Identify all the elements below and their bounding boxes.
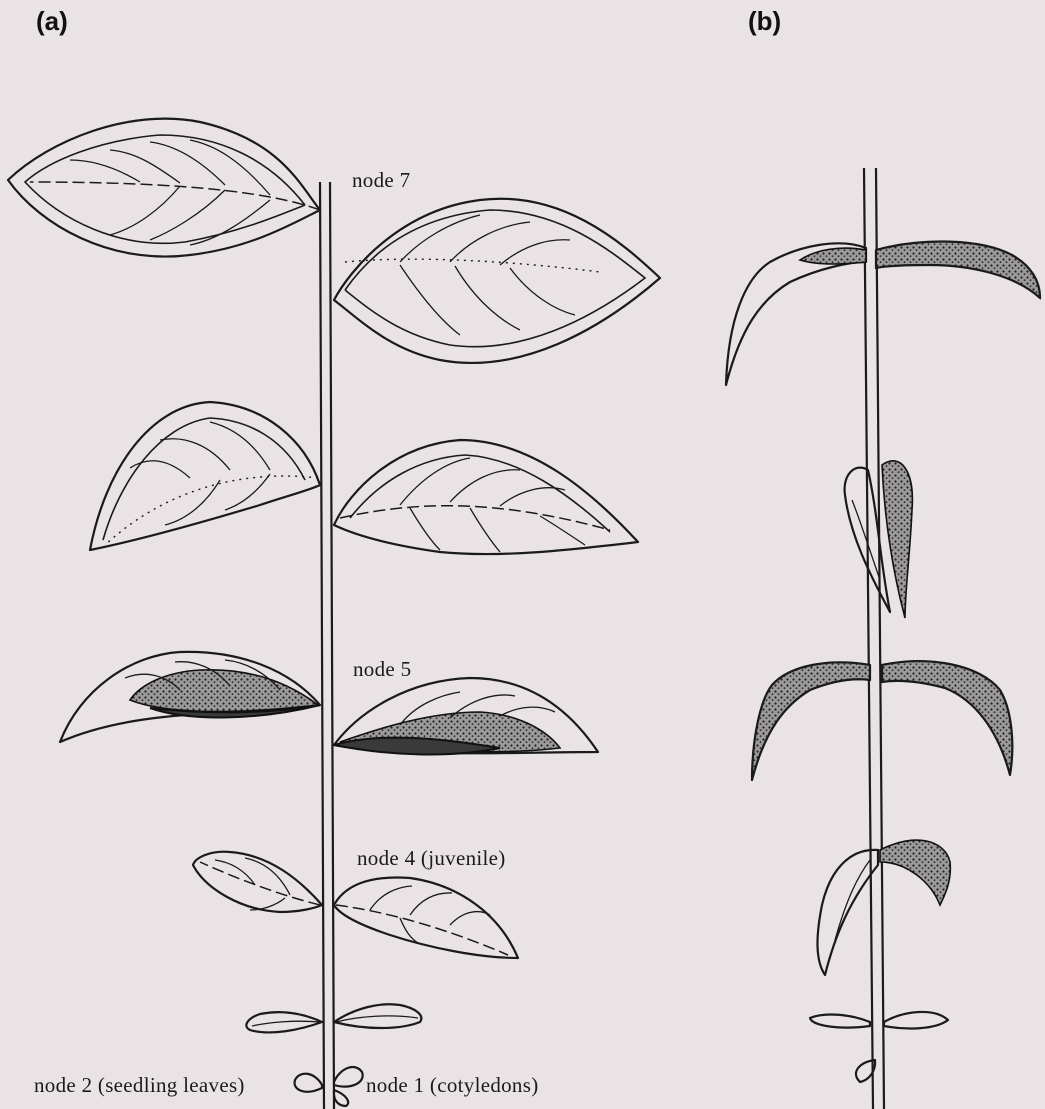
leaf-node5-left [60,652,320,742]
leaf-b-lower-right [882,661,1012,775]
leaf-b-lower-left [752,662,870,780]
leaf-node5-right [334,678,598,754]
leaf-node7-right [334,199,660,363]
stem-b-left [864,168,873,1109]
leaf-b-top-left [726,243,866,385]
leaf-node4-left [193,852,322,912]
leaf-middle-left [90,402,320,550]
stem-b-right [876,168,884,1109]
label-node-7: node 7 [352,168,410,193]
leaf-b-seedling [810,1012,948,1082]
leaf-node4-right [334,877,518,958]
leaf-b-top-right [876,242,1040,298]
plant-a [8,119,660,1109]
label-node-5: node 5 [353,657,411,682]
cotyledons [295,1067,363,1106]
leaf-b-juvenile [817,840,950,975]
label-node-4: node 4 (juvenile) [357,846,506,871]
leaf-node2-left [246,1012,322,1032]
leaf-node2-right [334,1004,421,1028]
label-node-2: node 2 (seedling leaves) [34,1073,245,1098]
plant-b [726,168,1040,1109]
stem-a-left [320,182,324,1109]
label-node-1: node 1 (cotyledons) [366,1073,539,1098]
stem-a-right [330,182,334,1109]
leaf-node7-left [8,119,320,257]
leaf-middle-right [334,440,638,554]
